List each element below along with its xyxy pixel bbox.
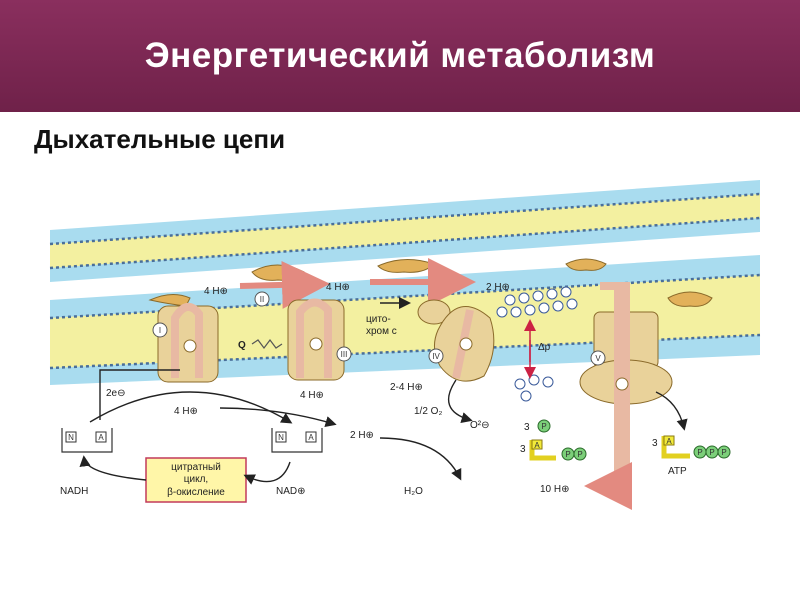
nad-molecule: N A (271, 428, 323, 453)
svg-text:цикл,: цикл, (184, 474, 208, 485)
outer-membrane (49, 180, 761, 282)
svg-text:A: A (534, 441, 540, 450)
proton-label-top-1: 4 H⊕ (204, 286, 228, 297)
svg-text:цитратный: цитратный (171, 462, 221, 473)
svg-text:3: 3 (520, 444, 526, 455)
electrons-label: 2e⊖ (106, 388, 126, 399)
proton-label-return: 10 H⊕ (540, 484, 570, 495)
svg-text:P: P (709, 448, 714, 457)
svg-text:N: N (68, 433, 74, 442)
svg-text:3: 3 (652, 438, 658, 449)
slide-subtitle: Дыхательные цепи (34, 124, 286, 154)
complex-III-label: III (341, 350, 348, 359)
cytochrome-label-2: хром c (366, 326, 397, 337)
cytochrome-c (417, 299, 451, 325)
complex-V-label: V (595, 354, 601, 363)
complex-IV: IV (428, 306, 495, 382)
complex-II: II (254, 291, 270, 307)
oxygen-half-label: 1/2 O₂ (414, 406, 442, 417)
complex-V-atp-synthase: V (579, 282, 673, 510)
proton-label-top-2: 4 H⊕ (326, 282, 350, 293)
citric-cycle-box: цитратный цикл, β-окисление (145, 457, 247, 503)
membrane-proteins (148, 258, 713, 307)
complex-III: III (287, 298, 352, 381)
svg-text:P: P (541, 422, 546, 431)
svg-text:A: A (98, 433, 104, 442)
ubiquinone-label: Q (238, 340, 246, 351)
atp-label: ATP (668, 466, 687, 477)
adp-molecule: 3 P 3 A P P (520, 419, 587, 461)
nad-label: NAD⊕ (276, 486, 306, 497)
title-banner: Энергетический метаболизм (0, 0, 800, 112)
svg-text:β-окисление: β-окисление (167, 487, 225, 498)
water-label: H₂O (404, 486, 423, 497)
inner-membrane (49, 255, 761, 385)
complex-I: I (152, 303, 219, 383)
svg-text:N: N (278, 433, 284, 442)
svg-text:A: A (666, 437, 672, 446)
complex-II-label: II (260, 295, 264, 304)
proton-label-top-3: 2 H⊕ (486, 282, 510, 293)
svg-text:P: P (577, 450, 582, 459)
proton-label-bottom-1: 4 H⊕ (174, 406, 198, 417)
svg-text:A: A (308, 433, 314, 442)
oxygen-ion-label: O²⊖ (470, 420, 490, 431)
svg-text:3: 3 (524, 422, 530, 433)
cytochrome-label-1: цито- (366, 314, 391, 325)
reaction-arrows (79, 369, 688, 485)
delta-p-label: Δp (538, 342, 551, 353)
complex-IV-label: IV (432, 352, 440, 361)
proton-label-matrix: 2 H⊕ (350, 430, 374, 441)
proton-label-bottom-3: 2-4 H⊕ (390, 382, 423, 393)
nadh-molecule: N A (61, 428, 113, 453)
ubiquinone-zigzag (251, 339, 283, 349)
proton-flow-arrows (239, 258, 476, 309)
proton-label-bottom-2: 4 H⊕ (300, 390, 324, 401)
svg-text:P: P (565, 450, 570, 459)
complex-I-label: I (159, 326, 161, 335)
slide-title: Энергетический метаболизм (144, 36, 656, 75)
nadh-label: NADH (60, 486, 88, 497)
svg-text:P: P (721, 448, 726, 457)
svg-text:P: P (697, 448, 702, 457)
proton-pool (496, 286, 578, 402)
atp-molecule: 3 A P P P (652, 435, 731, 459)
